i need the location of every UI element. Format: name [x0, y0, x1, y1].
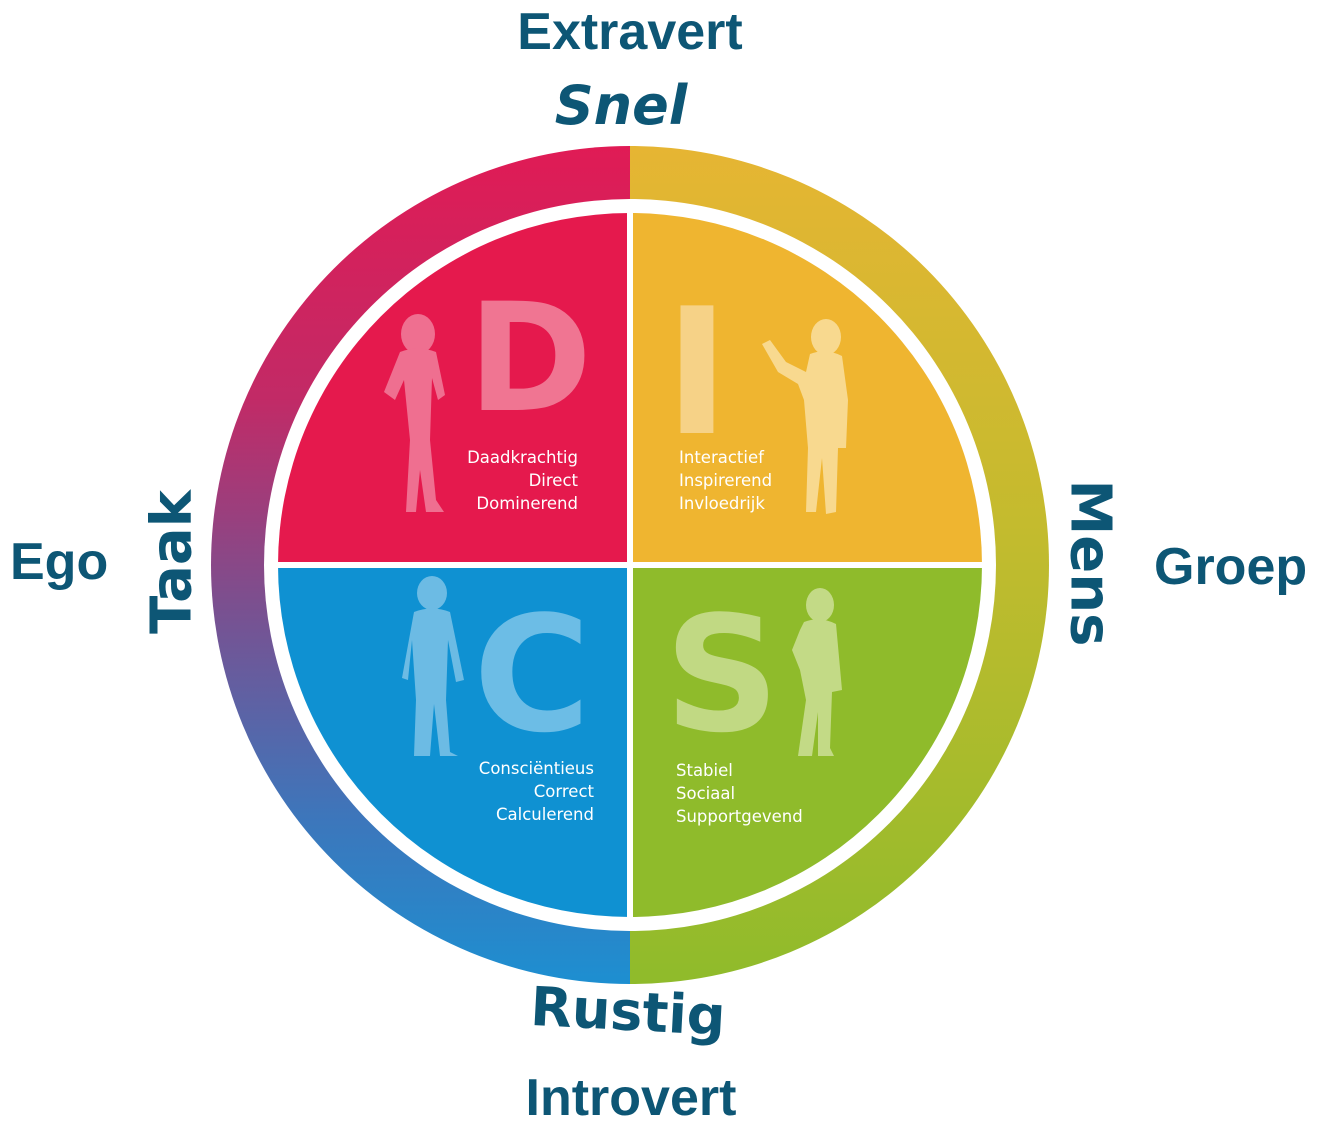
quadrant-s-content: S Stabiel Sociaal Supportgevend	[664, 581, 842, 826]
person-silhouette-icon	[384, 314, 445, 512]
letter-c: C	[473, 581, 590, 768]
quadrant-i-content: I Interactief Inspirerend Invloedrijk	[664, 272, 848, 514]
quadrant-d-content: D Daadkrachtig Direct Dominerend	[384, 272, 592, 513]
trait-i-2: Inspirerend	[679, 471, 772, 490]
letter-i: I	[664, 272, 729, 475]
letter-s: S	[664, 581, 779, 768]
trait-s-3: Supportgevend	[676, 807, 803, 826]
trait-c-3: Calculerend	[496, 805, 594, 824]
trait-d-3: Dominerend	[476, 494, 578, 513]
person-standing-icon	[402, 576, 464, 756]
person-waving-icon	[762, 319, 848, 514]
trait-d-2: Direct	[529, 471, 579, 490]
person-holding-icon	[792, 588, 842, 756]
label-introvert: Introvert	[525, 1069, 737, 1127]
trait-c-2: Correct	[534, 782, 595, 801]
trait-d-1: Daadkrachtig	[467, 448, 578, 467]
divider-horizontal	[270, 562, 990, 568]
trait-i-3: Invloedrijk	[679, 494, 765, 513]
quadrant-c-content: C Consciëntieus Correct Calculerend	[402, 576, 595, 824]
label-ego: Ego	[10, 533, 109, 591]
label-mens: Mens	[1057, 479, 1123, 647]
trait-c-1: Consciëntieus	[479, 759, 594, 778]
label-groep: Groep	[1154, 538, 1308, 596]
label-taak: Taak	[139, 490, 205, 634]
trait-s-1: Stabiel	[676, 761, 733, 780]
label-snel: Snel	[554, 74, 688, 137]
label-extravert: Extravert	[517, 3, 743, 61]
trait-s-2: Sociaal	[676, 784, 735, 803]
trait-i-1: Interactief	[679, 448, 765, 467]
letter-d: D	[468, 272, 593, 446]
